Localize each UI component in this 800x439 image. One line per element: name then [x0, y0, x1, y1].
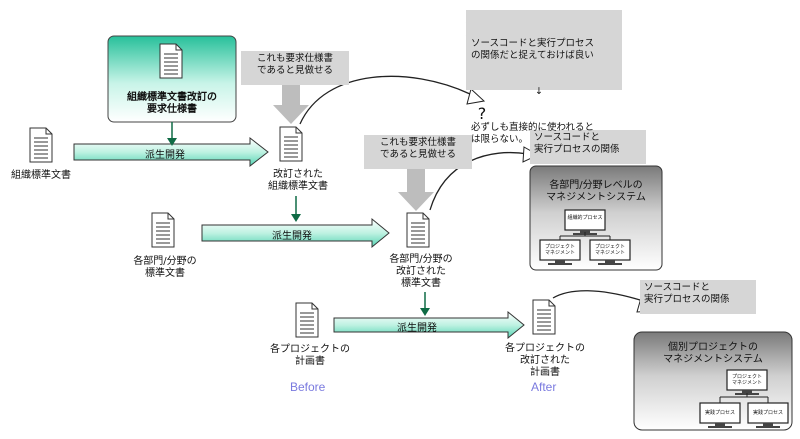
project-system-top-label: プロジェクト マネジメント — [731, 374, 762, 386]
derivation-arrow-2 — [201, 217, 390, 249]
project-system-title: 個別プロジェクトの マネジメントシステム — [663, 342, 763, 365]
source-note-1: ソースコードと 実行プロセスの関係 — [530, 130, 646, 164]
source-note-2: ソースコードと 実行プロセスの関係 — [640, 280, 756, 314]
before-label: Before — [290, 380, 326, 394]
org-standard-label: 組織標準文書 — [11, 170, 71, 181]
derivation-label-3: 派生開発 — [397, 323, 437, 334]
dept-system-title: 各部門/分野レベルの マネジメントシステム — [546, 180, 646, 203]
question-note: ソースコードと実行プロセス の関係だと捉えておけば良い ↓ 必ずしも直接的に使わ… — [466, 10, 622, 145]
project-plan-label: 各プロジェクトの 計画書 — [270, 344, 350, 367]
revised-org-standard-doc-icon — [279, 126, 303, 162]
requirement-spec-doc-icon — [159, 43, 183, 79]
derivation-arrow-3 — [333, 310, 525, 340]
revised-project-plan-doc-icon — [532, 299, 556, 335]
project-system-right-label: 実践プロセス — [752, 410, 783, 416]
derivation-label-1: 派生開発 — [145, 150, 185, 161]
revised-org-standard-label: 改訂された 組織標準文書 — [268, 169, 328, 192]
derivation-label-2: 派生開発 — [272, 231, 312, 242]
derivation-arrow-1 — [73, 136, 269, 168]
question-note-top: ソースコードと実行プロセス の関係だと捉えておけば良い — [471, 38, 595, 61]
org-standard-doc-icon — [29, 127, 53, 163]
dept-system-left-label: プロジェクト マネジメント — [544, 244, 575, 256]
after-label: After — [531, 380, 557, 394]
question-note-arrow: ↓ — [535, 86, 543, 97]
project-plan-doc-icon — [295, 302, 319, 338]
dept-system-top-label: 組織的プロセス — [567, 215, 603, 221]
project-system-left-label: 実践プロセス — [704, 410, 735, 416]
requirement-spec-label: 組織標準文書改訂の 要求仕様書 — [127, 92, 217, 115]
dept-standard-doc-icon — [151, 212, 175, 248]
gray-down-arrow-2 — [398, 167, 434, 211]
curved-arrow-3 — [552, 290, 649, 307]
question-mark: ? — [477, 104, 487, 123]
dept-standard-label: 各部門/分野の 標準文書 — [133, 256, 197, 279]
revised-project-plan-label: 各プロジェクトの 改訂された 計画書 — [505, 343, 585, 378]
spec-note-1: これも要求仕様書 であると見做せる — [241, 51, 349, 85]
revised-dept-standard-label: 各部門/分野の 改訂された 標準文書 — [389, 254, 453, 289]
revised-dept-standard-doc-icon — [406, 212, 430, 248]
spec-note-2: これも要求仕様書 であると見做せる — [364, 135, 472, 169]
dept-system-right-label: プロジェクト マネジメント — [594, 244, 625, 256]
curved-arrow-1 — [299, 75, 479, 125]
gray-down-arrow-1 — [273, 82, 309, 124]
question-note-bottom: 必ずしも直接的に使われると は限らない。 — [471, 122, 595, 145]
